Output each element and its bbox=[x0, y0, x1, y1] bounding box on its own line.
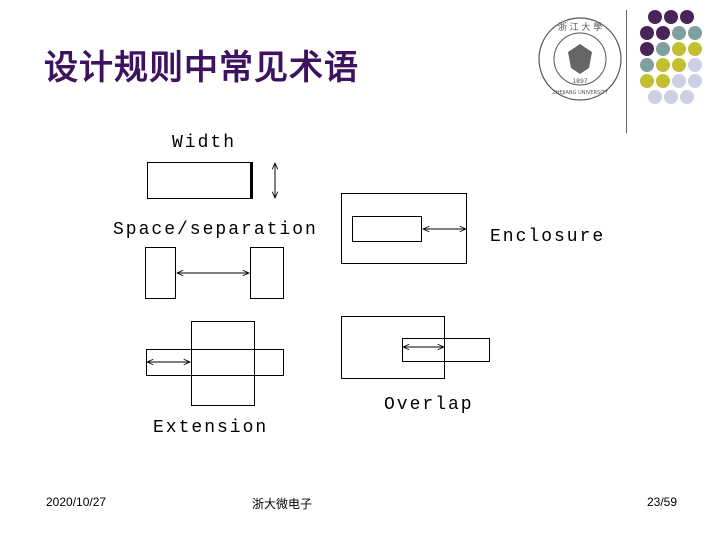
decor-dot bbox=[640, 58, 654, 72]
label-extension: Extension bbox=[153, 418, 269, 438]
space-rect-right bbox=[250, 247, 284, 299]
decor-dot bbox=[664, 10, 678, 24]
decor-dot bbox=[648, 10, 662, 24]
page-title: 设计规则中常见术语 bbox=[44, 48, 359, 88]
decor-dot bbox=[656, 42, 670, 56]
decor-dot bbox=[648, 90, 662, 104]
logo-chars: 浙 江 大 學 bbox=[558, 21, 603, 33]
decor-dot bbox=[656, 74, 670, 88]
logo-english: ZHEJIANG UNIVERSITY bbox=[552, 90, 609, 96]
decor-dot bbox=[680, 90, 694, 104]
label-space: Space/separation bbox=[113, 220, 318, 240]
footer-date: 2020/10/27 bbox=[46, 495, 107, 509]
label-width: Width bbox=[172, 133, 237, 153]
extension-vertical-rect bbox=[191, 321, 255, 406]
decor-dot bbox=[672, 74, 686, 88]
decor-dot bbox=[688, 58, 702, 72]
enclosure-inner-rect bbox=[352, 216, 422, 242]
decor-dot bbox=[672, 58, 686, 72]
decor-dot bbox=[656, 26, 670, 40]
decor-dot bbox=[672, 42, 686, 56]
decor-dot bbox=[640, 74, 654, 88]
decor-dot bbox=[688, 74, 702, 88]
footer-center: 浙大微电子 bbox=[252, 497, 313, 511]
decor-dot bbox=[680, 10, 694, 24]
decor-dot bbox=[664, 90, 678, 104]
divider bbox=[626, 10, 627, 133]
decor-dot bbox=[640, 26, 654, 40]
decor-dot bbox=[640, 42, 654, 56]
space-rect-left bbox=[145, 247, 176, 299]
width-edge bbox=[250, 162, 253, 199]
page-number: 23/59 bbox=[647, 495, 678, 509]
decor-dot bbox=[672, 26, 686, 40]
label-enclosure: Enclosure bbox=[490, 227, 606, 247]
logo-year: 1897 bbox=[572, 78, 587, 85]
decor-dot bbox=[688, 42, 702, 56]
label-overlap: Overlap bbox=[384, 395, 474, 415]
decor-dot bbox=[656, 58, 670, 72]
university-logo: 浙 江 大 學 1897 ZHEJIANG UNIVERSITY bbox=[538, 17, 622, 101]
decor-dot bbox=[688, 26, 702, 40]
